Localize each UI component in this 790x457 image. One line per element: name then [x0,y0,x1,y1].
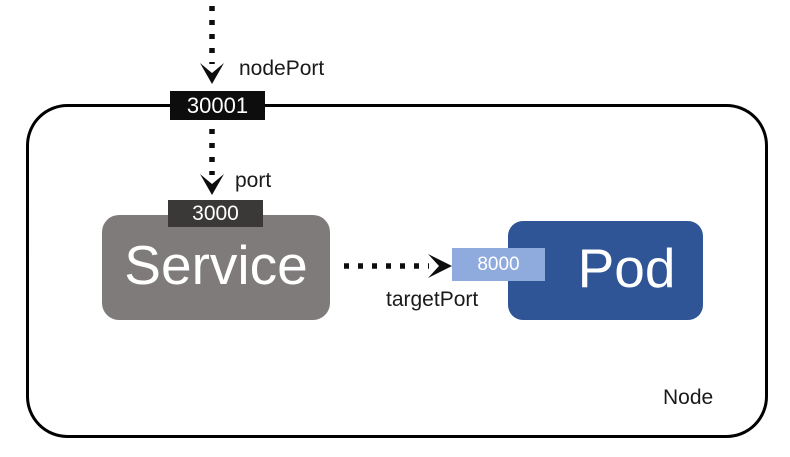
port-label: port [235,169,272,192]
arrow-service-to-targetport [344,254,452,278]
targetport-value-chip[interactable]: 8000 [452,248,545,281]
pod-label: Pod [577,237,676,299]
nodeport-value: 30001 [186,92,249,118]
nodeport-value-chip[interactable]: 30001 [170,91,265,120]
targetport-label: targetPort [386,288,479,311]
arrow-nodeport-to-port [200,129,224,195]
nodeport-label: nodePort [239,57,325,80]
service-label: Service [124,234,308,296]
port-value: 3000 [192,201,239,225]
targetport-value: 8000 [477,253,520,275]
service-box[interactable]: Service [102,215,330,320]
node-label: Node [663,386,714,409]
port-value-chip[interactable]: 3000 [168,200,263,227]
arrow-external-to-nodeport [200,6,224,84]
node-boundary [26,104,768,438]
